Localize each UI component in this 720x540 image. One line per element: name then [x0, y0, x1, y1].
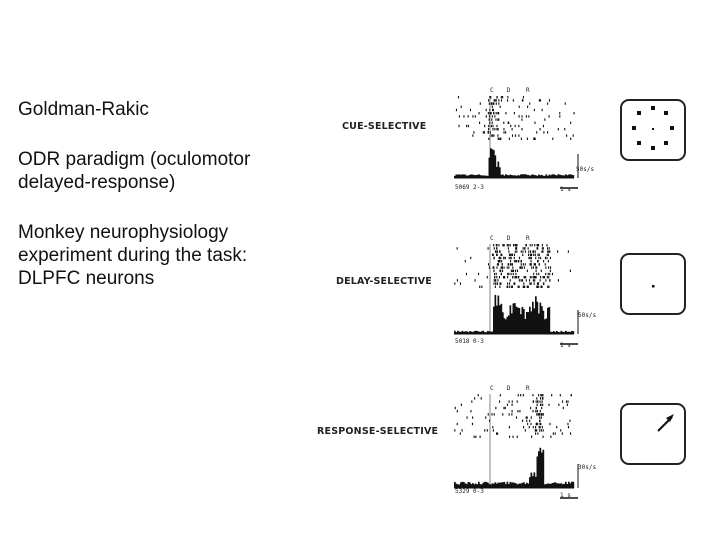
event-marker-d: D [507, 87, 511, 94]
spike-raster [454, 244, 571, 288]
event-marker-c: C [490, 385, 494, 392]
delay-scale-label: 50s/s [578, 312, 597, 319]
event-marker-d: D [507, 385, 511, 392]
event-marker-r: R [526, 385, 530, 392]
spike-histogram [454, 294, 575, 334]
bullet-monkey-experiment: Monkey neurophysiology experiment during… [18, 222, 248, 289]
cue-selective-label: CUE-SELECTIVE [342, 121, 427, 132]
spike-histogram [454, 148, 575, 178]
bullet-list: Goldman-Rakic ODR paradigm (oculomotor d… [18, 98, 308, 317]
delay-selective-label: DELAY-SELECTIVE [336, 276, 433, 287]
saccade-arrow-icon [620, 403, 686, 465]
response-cell-id: 5329 0-3 [455, 488, 484, 495]
response-scale-label: 30s/s [578, 464, 597, 471]
event-marker-r: R [526, 87, 530, 94]
response-selective-label: RESPONSE-SELECTIVE [317, 426, 439, 437]
fixation-dot-icon [620, 253, 686, 315]
bullet-goldman-rakic: Goldman-Rakic [18, 99, 149, 120]
delay-cell-id: 5018 0-3 [455, 338, 484, 345]
event-marker-c: C [490, 87, 494, 94]
spike-raster [455, 96, 575, 140]
cue-cell-id: 5069 2-3 [455, 184, 484, 191]
spike-raster [454, 394, 572, 438]
delay-time-label: 1 s [560, 342, 571, 349]
event-marker-r: R [526, 235, 530, 242]
event-marker-c: C [490, 235, 494, 242]
radial-targets-icon [620, 99, 686, 161]
cue-time-label: 1 s [560, 186, 571, 193]
spike-histogram [454, 447, 575, 488]
bullet-odr-paradigm: ODR paradigm (oculomotor delayed-respons… [18, 149, 251, 193]
event-marker-d: D [507, 235, 511, 242]
cue-scale-label: 50s/s [576, 166, 595, 173]
response-time-label: 1 s [560, 492, 571, 499]
